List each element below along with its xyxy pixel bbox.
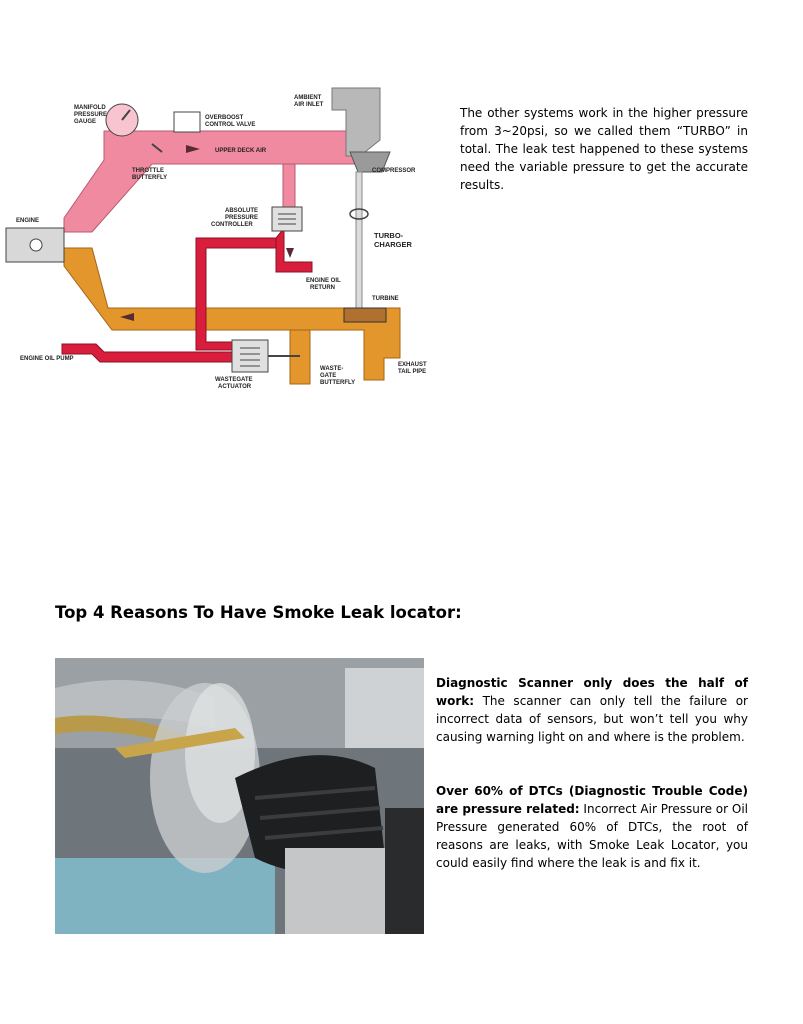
turbo-system-diagram: MANIFOLD PRESSURE GAUGE OVERBOOST CONTRO… xyxy=(5,87,428,390)
turbo-shaft xyxy=(355,171,363,311)
label-wastegate-actuator: WASTEGATE ACTUATOR xyxy=(215,377,254,390)
label-engine-oil-return: ENGINE OIL RETURN xyxy=(306,278,342,291)
label-turbine: TURBINE xyxy=(372,296,399,302)
label-upper-deck-air: UPPER DECK AIR xyxy=(215,148,267,154)
reason-diagnostic-scanner: Diagnostic Scanner only does the half of… xyxy=(436,674,748,746)
engine-piston xyxy=(29,238,43,252)
label-overboost-valve: OVERBOOST CONTROL VALVE xyxy=(205,115,255,128)
engine-smoke-photo xyxy=(55,658,424,934)
reason-body: Incorrect Air Pressure or Oil Pressure g… xyxy=(436,802,749,870)
label-wastegate-butterfly: WASTE- GATE BUTTERFLY xyxy=(320,366,355,386)
reason-pressure-related: Over 60% of DTCs (Diagnostic Trouble Cod… xyxy=(436,782,748,872)
reason-title: Over 60% of DTCs (Diagnostic Trouble Cod… xyxy=(436,784,748,816)
label-manifold-gauge: MANIFOLD PRESSURE GAUGE xyxy=(74,105,109,125)
turbine xyxy=(343,307,387,323)
reason-title: Diagnostic Scanner only does the half of… xyxy=(436,676,748,708)
label-throttle-butterfly: THROTTLE BUTTERFLY xyxy=(132,168,167,181)
section-heading: Top 4 Reasons To Have Smoke Leak locator… xyxy=(55,603,462,622)
exhaust-manifold xyxy=(63,247,401,381)
shaft-bearing xyxy=(349,208,369,220)
compressor xyxy=(349,151,391,173)
label-absolute-pressure-controller: ABSOLUTE PRESSURE CONTROLLER xyxy=(211,208,260,228)
intake-duct xyxy=(63,130,361,233)
reason-body: The scanner can only tell the failure or… xyxy=(436,694,748,744)
pressure-controller-pipe xyxy=(282,163,296,210)
label-compressor: COMPRESSOR xyxy=(372,168,416,174)
label-engine-oil-pump: ENGINE OIL PUMP xyxy=(20,356,74,362)
intro-paragraph: The other systems work in the higher pre… xyxy=(460,106,748,192)
label-engine: ENGINE xyxy=(16,218,39,224)
label-turbocharger: TURBO- CHARGER xyxy=(374,231,413,249)
label-exhaust-tail-pipe: EXHAUST TAIL PIPE xyxy=(398,362,428,375)
wastegate-actuator xyxy=(231,339,269,373)
overboost-valve xyxy=(173,111,201,133)
oil-line-loop xyxy=(195,237,277,351)
oil-line-upper xyxy=(275,226,313,273)
label-ambient-air-inlet: AMBIENT AIR INLET xyxy=(294,95,324,108)
